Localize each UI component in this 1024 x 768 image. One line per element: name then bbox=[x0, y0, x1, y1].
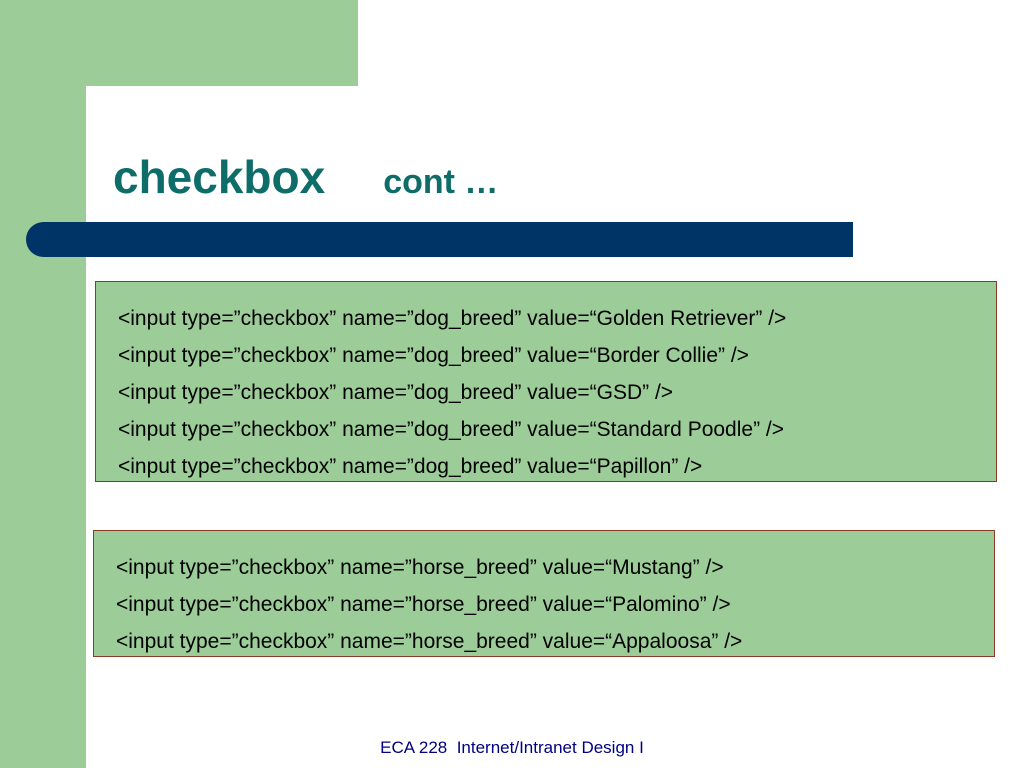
title-underline-bar bbox=[26, 222, 853, 257]
code-line: <input type=”checkbox” name=”dog_breed” … bbox=[118, 455, 703, 478]
title-subtitle: cont … bbox=[383, 163, 499, 201]
code-line: <input type=”checkbox” name=”dog_breed” … bbox=[118, 381, 674, 404]
code-line: <input type=”checkbox” name=”horse_breed… bbox=[116, 630, 743, 653]
code-line: <input type=”checkbox” name=”horse_breed… bbox=[116, 556, 724, 579]
slide-title: checkbox cont … bbox=[113, 150, 498, 204]
code-line: <input type=”checkbox” name=”horse_breed… bbox=[116, 593, 731, 616]
left-green-band bbox=[0, 0, 86, 768]
horse-breed-code-box: <input type=”checkbox” name=”horse_breed… bbox=[93, 530, 995, 657]
slide-footer: ECA 228 Internet/Intranet Design I bbox=[380, 738, 644, 757]
code-line: <input type=”checkbox” name=”dog_breed” … bbox=[118, 344, 749, 367]
code-line: <input type=”checkbox” name=”dog_breed” … bbox=[118, 418, 785, 441]
title-main: checkbox bbox=[113, 151, 326, 203]
top-green-band bbox=[0, 0, 358, 86]
code-line: <input type=”checkbox” name=”dog_breed” … bbox=[118, 307, 787, 330]
dog-breed-code-box: <input type=”checkbox” name=”dog_breed” … bbox=[95, 281, 997, 482]
